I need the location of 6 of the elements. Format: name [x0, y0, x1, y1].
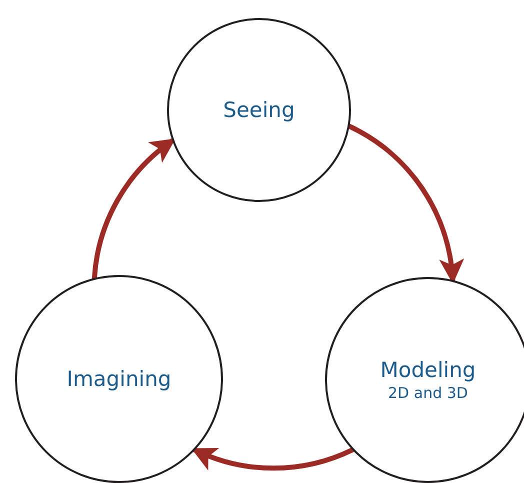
node-title: Seeing [223, 98, 295, 122]
node-subtitle: 2D and 3D [388, 384, 468, 402]
node-title: Modeling [380, 358, 476, 382]
node-title: Imagining [66, 367, 172, 391]
curved-arrow [92, 138, 176, 281]
curved-arrow [191, 446, 355, 470]
